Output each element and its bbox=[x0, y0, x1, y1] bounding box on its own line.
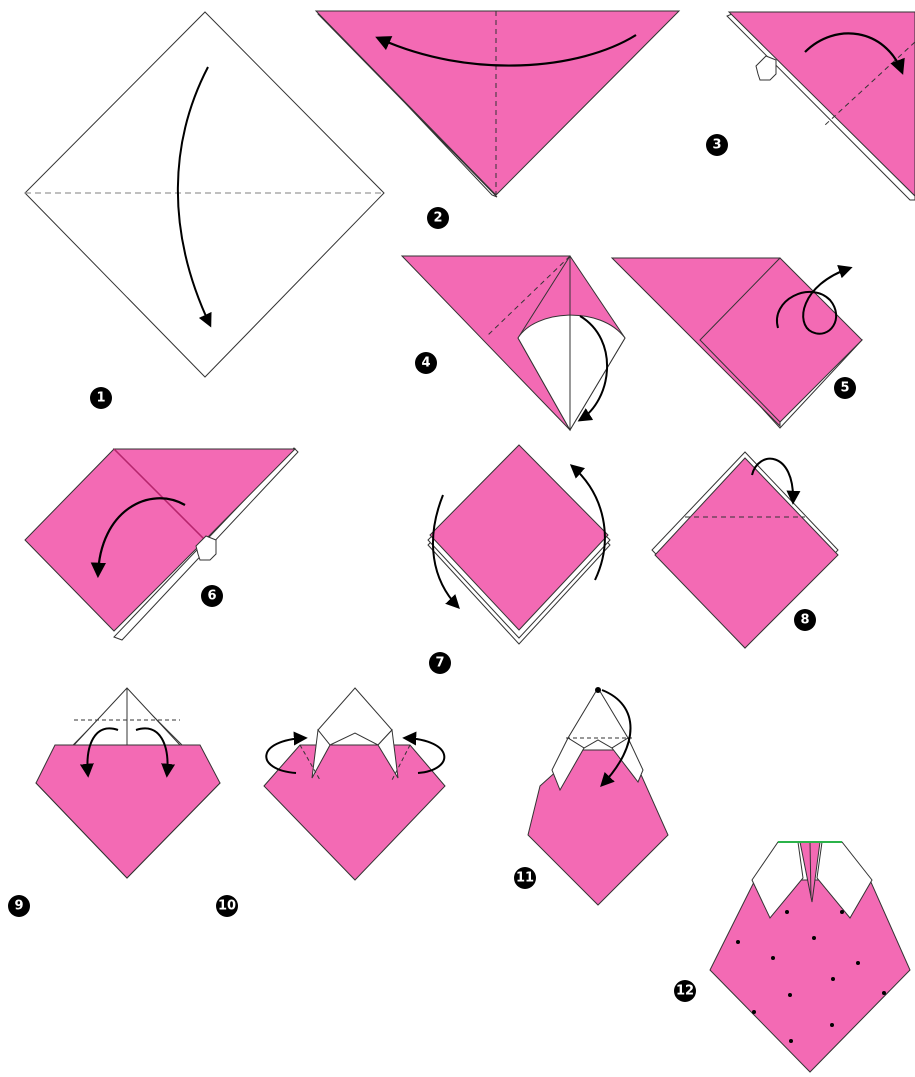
step-1-number: 1 bbox=[96, 391, 105, 406]
step-4-badge: 4 bbox=[415, 352, 437, 374]
step-11: 11 bbox=[514, 687, 668, 905]
step-5: 5 bbox=[612, 258, 862, 428]
step-7: 7 bbox=[428, 445, 610, 674]
step-4: 4 bbox=[402, 256, 625, 430]
step-1-badge: 1 bbox=[90, 387, 112, 409]
step-10-pink-body bbox=[264, 745, 445, 880]
step-9-pink-body bbox=[36, 745, 220, 878]
step-7-square bbox=[430, 445, 608, 630]
step-9-number: 9 bbox=[14, 899, 23, 914]
step-9-badge: 9 bbox=[8, 895, 30, 917]
step-7-number: 7 bbox=[435, 656, 444, 671]
step-9: 9 bbox=[8, 688, 220, 917]
step-11-badge: 11 bbox=[514, 867, 536, 889]
step-11-white-tip bbox=[568, 688, 628, 748]
step-1: 1 bbox=[25, 12, 384, 409]
step-2-badge: 2 bbox=[427, 207, 449, 229]
step-12-strawberry-body bbox=[710, 880, 910, 1072]
step-7-badge: 7 bbox=[429, 652, 451, 674]
step-10: 10 bbox=[216, 688, 445, 917]
step-8-number: 8 bbox=[800, 613, 809, 628]
step-8: 8 bbox=[652, 452, 838, 648]
step-6-badge: 6 bbox=[201, 585, 223, 607]
step-3-push-hand-icon bbox=[756, 56, 776, 80]
step-12-badge: 12 bbox=[674, 980, 696, 1002]
step-3-badge: 3 bbox=[706, 134, 728, 156]
step-1-square-paper bbox=[25, 12, 384, 377]
step-11-pink-body bbox=[528, 750, 668, 905]
step-6: 6 bbox=[25, 448, 298, 640]
step-12-number: 12 bbox=[676, 984, 694, 999]
step-3-number: 3 bbox=[712, 138, 721, 153]
step-10-badge: 10 bbox=[216, 895, 238, 917]
step-10-number: 10 bbox=[218, 899, 236, 914]
step-10-white-top bbox=[318, 688, 392, 745]
step-2-triangle bbox=[316, 11, 679, 195]
step-2-number: 2 bbox=[433, 211, 442, 226]
step-12: 12 bbox=[674, 842, 910, 1072]
step-3: 3 bbox=[706, 12, 915, 200]
step-5-badge: 5 bbox=[834, 377, 856, 399]
step-4-number: 4 bbox=[421, 356, 430, 371]
step-6-number: 6 bbox=[207, 589, 216, 604]
step-8-badge: 8 bbox=[794, 609, 816, 631]
step-5-number: 5 bbox=[840, 381, 849, 396]
step-11-number: 11 bbox=[516, 871, 534, 886]
